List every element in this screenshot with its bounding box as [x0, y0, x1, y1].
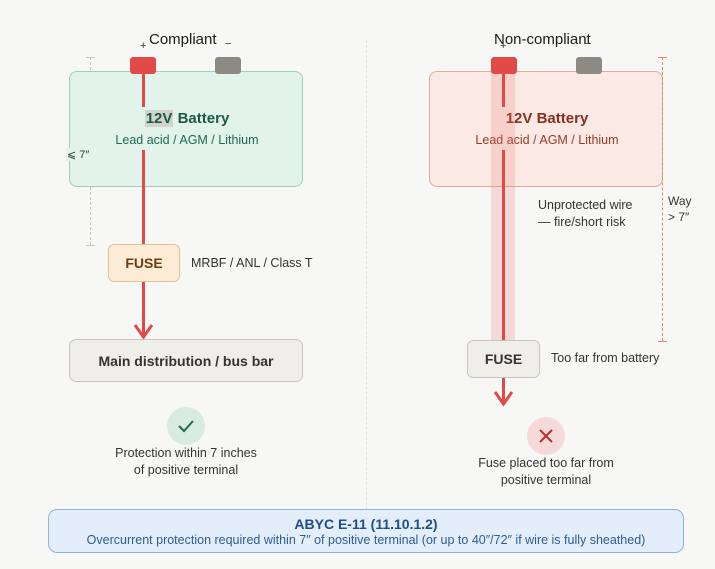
- measure-cap-top: [86, 57, 95, 58]
- caption-line: Protection within 7 inches: [115, 446, 257, 460]
- distance-label: ⩽ 7″: [66, 148, 91, 161]
- bus-bar-label: Main distribution / bus bar: [98, 352, 274, 369]
- column-divider: [366, 40, 367, 510]
- fuse-label: FUSE: [484, 351, 523, 367]
- noncompliant-fuse: FUSE: [467, 340, 540, 378]
- battery-voltage: 12V: [505, 110, 533, 127]
- battery-voltage: 12V: [144, 110, 174, 127]
- standard-title: ABYC E-11 (11.10.1.2): [294, 516, 438, 532]
- negative-sign: −: [225, 38, 232, 50]
- fuse-label: FUSE: [125, 255, 163, 271]
- compliant-title: Compliant: [149, 31, 217, 48]
- measure-cap-top: [658, 57, 667, 58]
- battery-types: Lead acid / AGM / Lithium: [115, 133, 259, 147]
- distance-line: > 7″: [668, 210, 690, 224]
- fuse-note: Too far from battery: [551, 351, 660, 365]
- check-icon: [167, 407, 205, 445]
- fused-wire: [502, 378, 505, 404]
- main-distribution-bus-bar: Main distribution / bus bar: [69, 339, 303, 382]
- fused-wire: [142, 282, 145, 338]
- standard-reference-box: ABYC E-11 (11.10.1.2) Overcurrent protec…: [48, 509, 684, 553]
- caption-line: of positive terminal: [133, 463, 239, 477]
- fuse-types: MRBF / ANL / Class T: [191, 256, 313, 270]
- caption-line: Fuse placed too far from: [478, 456, 614, 470]
- cross-icon: [527, 417, 565, 455]
- distance-line: Way: [668, 194, 692, 208]
- warning-line: Unprotected wire: [538, 198, 633, 212]
- positive-sign: +: [140, 40, 147, 52]
- battery-label: Battery: [177, 110, 230, 127]
- distance-label: Way > 7″: [668, 193, 692, 225]
- unprotected-wire: [502, 72, 505, 107]
- negative-terminal: [215, 57, 241, 74]
- measure-cap-bottom: [86, 245, 95, 246]
- arrow-head-icon: [133, 324, 154, 340]
- positive-sign: +: [500, 40, 507, 52]
- warning-line: — fire/short risk: [538, 215, 626, 229]
- negative-sign: −: [585, 38, 592, 50]
- battery-types: Lead acid / AGM / Lithium: [475, 133, 619, 147]
- unprotected-wire: [502, 150, 505, 340]
- noncompliant-battery: 12V Battery Lead acid / AGM / Lithium: [429, 71, 663, 187]
- noncompliant-title: Non-compliant: [494, 31, 591, 48]
- compliant-fuse: FUSE: [108, 244, 180, 282]
- noncompliant-caption: Fuse placed too far from positive termin…: [446, 455, 646, 489]
- negative-terminal: [576, 57, 602, 74]
- measure-cap-bottom: [658, 341, 667, 342]
- battery-title: 12V Battery: [430, 110, 664, 127]
- distance-measure-line: [662, 57, 663, 341]
- positive-wire: [142, 72, 145, 107]
- arrow-head-icon: [493, 391, 514, 407]
- standard-text: Overcurrent protection required within 7…: [86, 533, 646, 547]
- compliant-battery: 12V Battery Lead acid / AGM / Lithium: [69, 71, 303, 187]
- positive-terminal: [491, 57, 517, 74]
- caption-line: positive terminal: [500, 473, 592, 487]
- battery-title: 12V Battery: [70, 110, 304, 127]
- positive-terminal: [130, 57, 156, 74]
- compliant-caption: Protection within 7 inches of positive t…: [86, 445, 286, 479]
- battery-label: Battery: [536, 110, 589, 127]
- unprotected-wire-warning: Unprotected wire — fire/short risk: [538, 197, 633, 231]
- positive-wire: [142, 150, 145, 244]
